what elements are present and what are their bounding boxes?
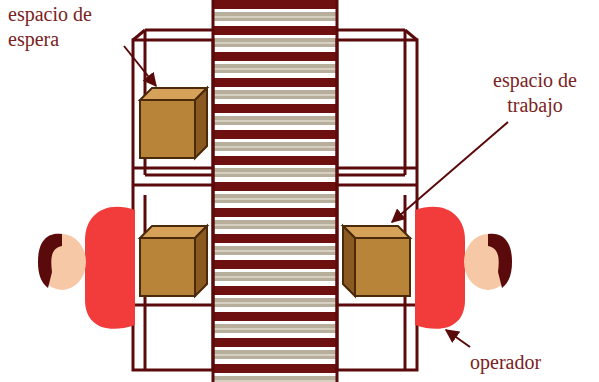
right-rack (337, 30, 417, 370)
leader-arrow (124, 46, 508, 347)
operator-figure (38, 207, 135, 329)
callout-label: operador (470, 350, 580, 375)
conveyor (213, 0, 337, 382)
waiting-box (140, 88, 207, 158)
waiting-box (140, 226, 207, 296)
callout-label: espacio de espera (8, 2, 133, 52)
work-box (343, 226, 410, 296)
operator-figure (415, 207, 512, 329)
callout-label: espacio de trabajo (476, 68, 594, 118)
left-rack (133, 30, 213, 370)
